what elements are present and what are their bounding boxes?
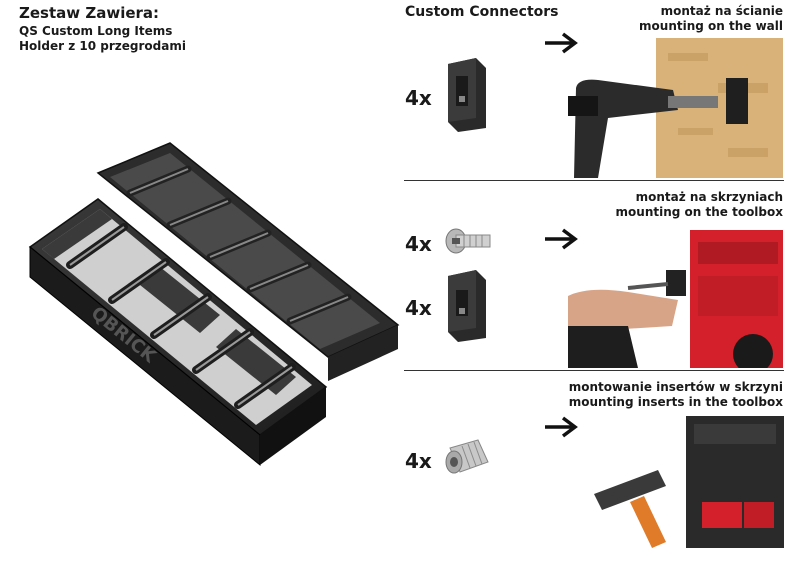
row3-caption-pl: montowanie insertów w skrzyni bbox=[568, 380, 783, 394]
drill-wall-mount-image bbox=[568, 38, 783, 178]
arrow-right-icon bbox=[543, 32, 579, 54]
row3-caption-en: mounting inserts in the toolbox bbox=[568, 395, 783, 409]
row2-caption-en: mounting on the toolbox bbox=[615, 205, 783, 219]
section-divider bbox=[404, 180, 784, 181]
row3-quantity: 4x bbox=[405, 449, 432, 473]
toolbox-mount-image bbox=[568, 226, 783, 368]
section-divider bbox=[404, 370, 784, 371]
kit-subtitle-line1: QS Custom Long Items bbox=[19, 24, 173, 38]
row2-caption-pl: montaż na skrzyniach bbox=[635, 190, 783, 204]
long-items-holder-image: QBRICK bbox=[20, 135, 405, 495]
connectors-title: Custom Connectors bbox=[405, 4, 559, 20]
row2-clip-quantity: 4x bbox=[405, 296, 432, 320]
toolbox-clip-connector-icon bbox=[442, 268, 492, 344]
wall-clip-connector-icon bbox=[442, 56, 490, 134]
row1-caption-en: mounting on the wall bbox=[639, 19, 783, 33]
row1-caption-pl: montaż na ścianie bbox=[660, 4, 783, 18]
kit-title: Zestaw Zawiera: bbox=[19, 4, 160, 22]
hammer-insert-image bbox=[594, 416, 784, 548]
row2-screw-quantity: 4x bbox=[405, 232, 432, 256]
arrow-right-icon bbox=[543, 416, 579, 438]
kit-subtitle-line2: Holder z 10 przegrodami bbox=[19, 39, 186, 53]
arrow-right-icon bbox=[543, 228, 579, 250]
screw-connector-icon bbox=[444, 225, 494, 257]
row1-quantity: 4x bbox=[405, 86, 432, 110]
threaded-insert-icon bbox=[444, 438, 492, 480]
